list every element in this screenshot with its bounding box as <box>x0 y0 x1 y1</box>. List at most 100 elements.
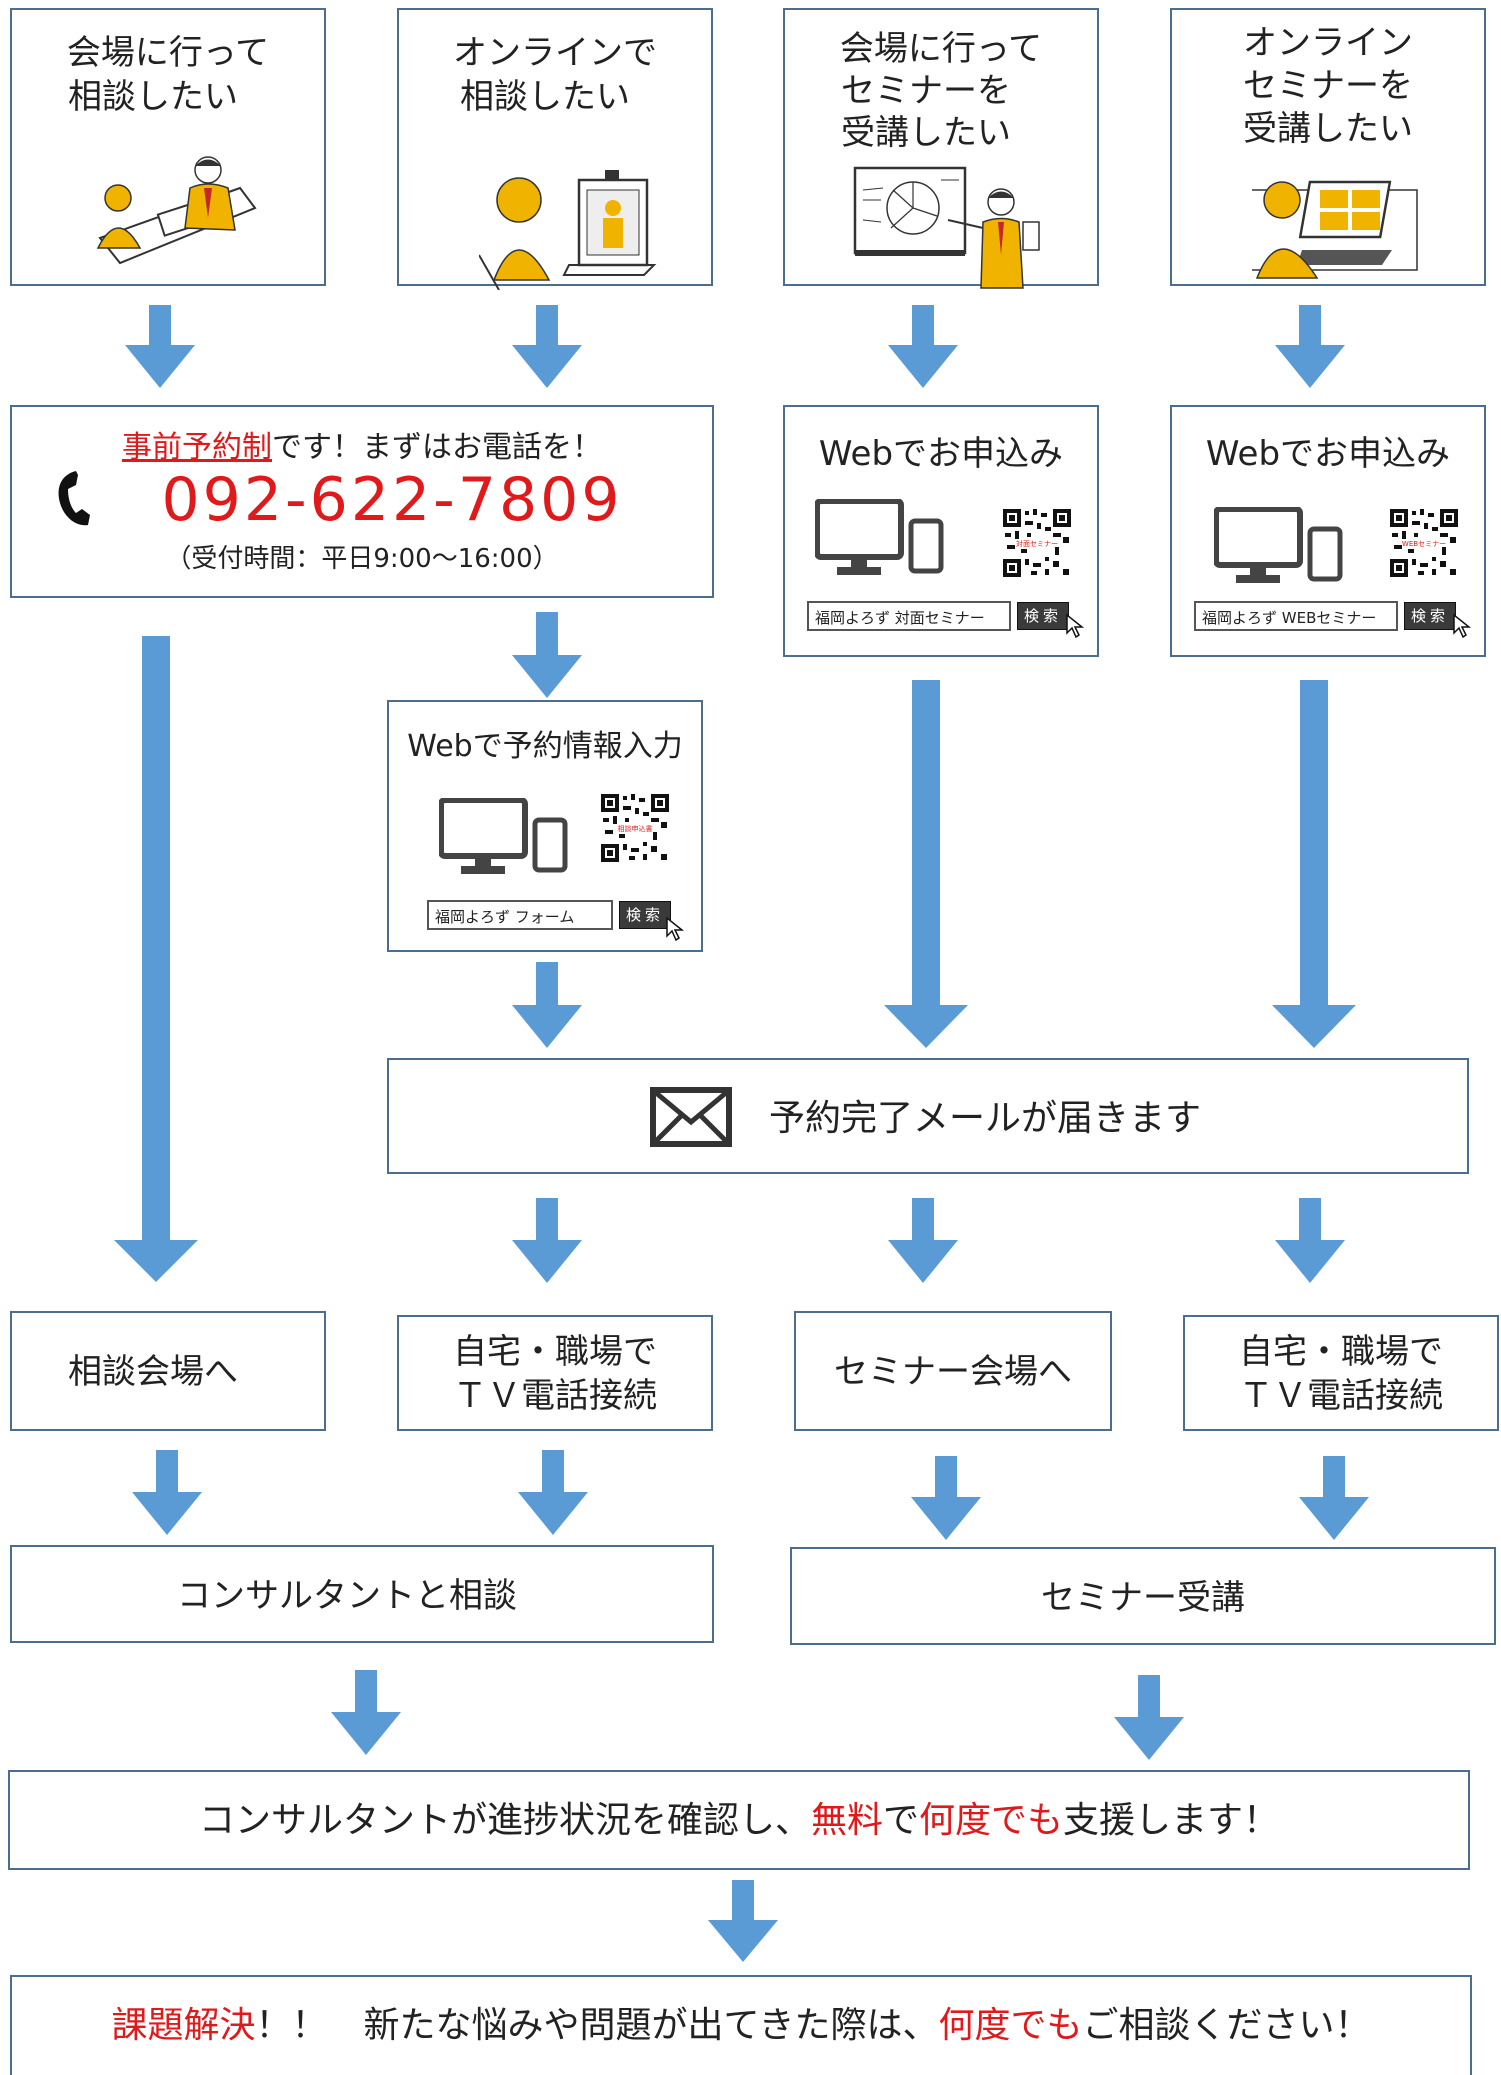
destination-home-tv-seminar: 自宅・職場で ＴＶ電話接続 <box>1183 1315 1499 1431</box>
cursor-icon <box>666 916 685 942</box>
arrow-down <box>512 962 582 1048</box>
mail-complete-box: 予約完了メールが届きます <box>387 1058 1469 1174</box>
envelope-icon <box>650 1087 732 1147</box>
destination-label: セミナー会場へ <box>834 1352 1072 1392</box>
final-part2: ご相談ください！ <box>1082 2005 1371 2046</box>
support-part2: で <box>882 1800 919 1841</box>
arrow-down <box>888 1198 958 1283</box>
arrows-group <box>114 305 1369 1962</box>
destination-seminar-venue: セミナー会場へ <box>794 1311 1112 1431</box>
option-line3: 受講したい <box>841 113 1011 153</box>
web-apply-online-box: Webでお申込み WEBセミナー 福岡よろず WEBセミナー 検索 <box>1170 405 1486 657</box>
phone-hours: （受付時間：平日9:00～16:00） <box>165 544 559 574</box>
consult-box: コンサルタントと相談 <box>10 1545 714 1643</box>
option-consult-venue: 会場に行って 相談したい <box>10 8 326 286</box>
destination-line2: ＴＶ電話接続 <box>1239 1376 1443 1416</box>
arrow-down <box>1272 680 1356 1048</box>
option-line1: 会場に行って <box>66 33 270 73</box>
qr-code-icon[interactable]: 対面セミナー <box>1001 507 1073 579</box>
option-line3: 受講したい <box>1243 109 1413 149</box>
search-field[interactable]: 福岡よろず 対面セミナー <box>807 601 1011 631</box>
option-seminar-venue: 会場に行って セミナーを 受講したい <box>783 8 1099 289</box>
search-field[interactable]: 福岡よろず フォーム <box>427 900 613 930</box>
arrow-down <box>1114 1675 1184 1760</box>
web-apply-seminar-box: Webでお申込み 対面セミナー 福岡よろず 対面セミナー 検索 <box>783 405 1099 657</box>
support-text: コンサルタントが進捗状況を確認し、無料で何度でも支援します！ <box>10 1798 1468 1843</box>
consult-venue-illustration <box>96 156 257 265</box>
final-part1: ！！ 新たな悩みや問題が出てきた際は、 <box>255 2005 939 2046</box>
seminar-text: セミナー受講 <box>1041 1578 1245 1618</box>
cursor-icon <box>1453 613 1472 639</box>
cursor-icon <box>1066 613 1085 639</box>
search-bar[interactable]: 福岡よろず WEBセミナー 検索 <box>1194 601 1457 631</box>
destination-consult-venue: 相談会場へ <box>10 1311 326 1431</box>
option-seminar-online: オンライン セミナーを 受講したい <box>1170 8 1486 286</box>
arrow-down <box>132 1450 202 1535</box>
destination-label: 相談会場へ <box>68 1352 238 1392</box>
option-line2: 相談したい <box>68 77 238 117</box>
option-line2: 相談したい <box>460 77 630 117</box>
option-line1: オンラインで <box>453 33 657 73</box>
search-button[interactable]: 検索 <box>619 901 672 929</box>
seminar-box: セミナー受講 <box>790 1547 1496 1645</box>
search-button[interactable]: 検索 <box>1017 602 1070 630</box>
qr-caption: 相談申込書 <box>618 824 653 833</box>
support-part3: 支援します！ <box>1063 1800 1280 1841</box>
arrow-down <box>114 636 198 1282</box>
destination-line1: 自宅・職場で <box>1239 1332 1443 1372</box>
option-line2: セミナーを <box>1243 66 1413 106</box>
arrow-down <box>1275 1198 1345 1283</box>
arrow-down <box>512 612 582 698</box>
arrow-down <box>708 1880 778 1962</box>
web-apply-title: Webでお申込み <box>1205 434 1451 474</box>
arrow-down <box>884 680 968 1048</box>
search-bar[interactable]: 福岡よろず 対面セミナー 検索 <box>807 601 1070 631</box>
arrow-down <box>125 305 195 388</box>
web-apply-title: Webでお申込み <box>818 434 1064 474</box>
destination-line1: 自宅・職場で <box>453 1332 657 1372</box>
search-bar[interactable]: 福岡よろず フォーム 検索 <box>427 900 672 930</box>
support-anytime: 何度でも <box>919 1800 1064 1841</box>
final-box: 課題解決！！ 新たな悩みや問題が出てきた際は、何度でもご相談ください！ <box>10 1975 1472 2075</box>
web-reserve-title: Webで予約情報入力 <box>407 729 683 764</box>
consult-online-illustration <box>479 170 657 290</box>
search-field[interactable]: 福岡よろず WEBセミナー <box>1194 601 1398 631</box>
seminar-online-illustration <box>1252 180 1418 279</box>
phone-reservation-box: 事前予約制です！まずはお電話を！ 092-622-7809 （受付時間：平日9:… <box>10 405 714 598</box>
option-line1: オンライン <box>1243 23 1413 63</box>
qr-code-icon[interactable]: 相談申込書 <box>599 792 671 864</box>
arrow-down <box>331 1670 401 1755</box>
search-button[interactable]: 検索 <box>1404 602 1457 630</box>
seminar-venue-illustration <box>853 166 1040 289</box>
arrow-down <box>518 1450 588 1535</box>
arrow-down <box>512 305 582 388</box>
option-line1: 会場に行って <box>839 29 1043 69</box>
qr-code-icon[interactable]: WEBセミナー <box>1388 507 1460 579</box>
devices-icon <box>439 798 568 874</box>
final-solve: 課題解決 <box>111 2005 256 2046</box>
web-reserve-box: Webで予約情報入力 相談申込書 福岡よろず フォーム 検索 <box>387 700 703 952</box>
option-line2: セミナーを <box>841 71 1011 111</box>
reservation-label: 事前予約制 <box>122 430 272 465</box>
option-consult-online: オンラインで 相談したい <box>397 8 713 290</box>
qr-caption: WEBセミナー <box>1402 540 1446 548</box>
consult-text: コンサルタントと相談 <box>177 1576 517 1616</box>
mail-text: 予約完了メールが届きます <box>769 1098 1202 1139</box>
phone-heading: 事前予約制です！まずはお電話を！ <box>12 429 712 467</box>
devices-icon <box>815 499 944 575</box>
support-free: 無料 <box>810 1800 883 1841</box>
final-anytime: 何度でも <box>938 2005 1083 2046</box>
phone-icon <box>58 471 90 526</box>
arrow-down <box>1299 1456 1369 1540</box>
arrow-down <box>888 305 958 388</box>
reservation-rest: です！まずはお電話を！ <box>272 430 602 465</box>
arrow-down <box>512 1198 582 1283</box>
arrow-down <box>911 1456 981 1540</box>
final-text: 課題解決！！ 新たな悩みや問題が出てきた際は、何度でもご相談ください！ <box>12 2003 1470 2048</box>
qr-caption: 対面セミナー <box>1016 539 1058 548</box>
support-box: コンサルタントが進捗状況を確認し、無料で何度でも支援します！ <box>8 1770 1470 1870</box>
devices-icon <box>1214 507 1343 583</box>
arrow-down <box>1275 305 1345 388</box>
destination-home-tv-consult: 自宅・職場で ＴＶ電話接続 <box>397 1315 713 1431</box>
phone-number[interactable]: 092-622-7809 <box>161 465 623 535</box>
